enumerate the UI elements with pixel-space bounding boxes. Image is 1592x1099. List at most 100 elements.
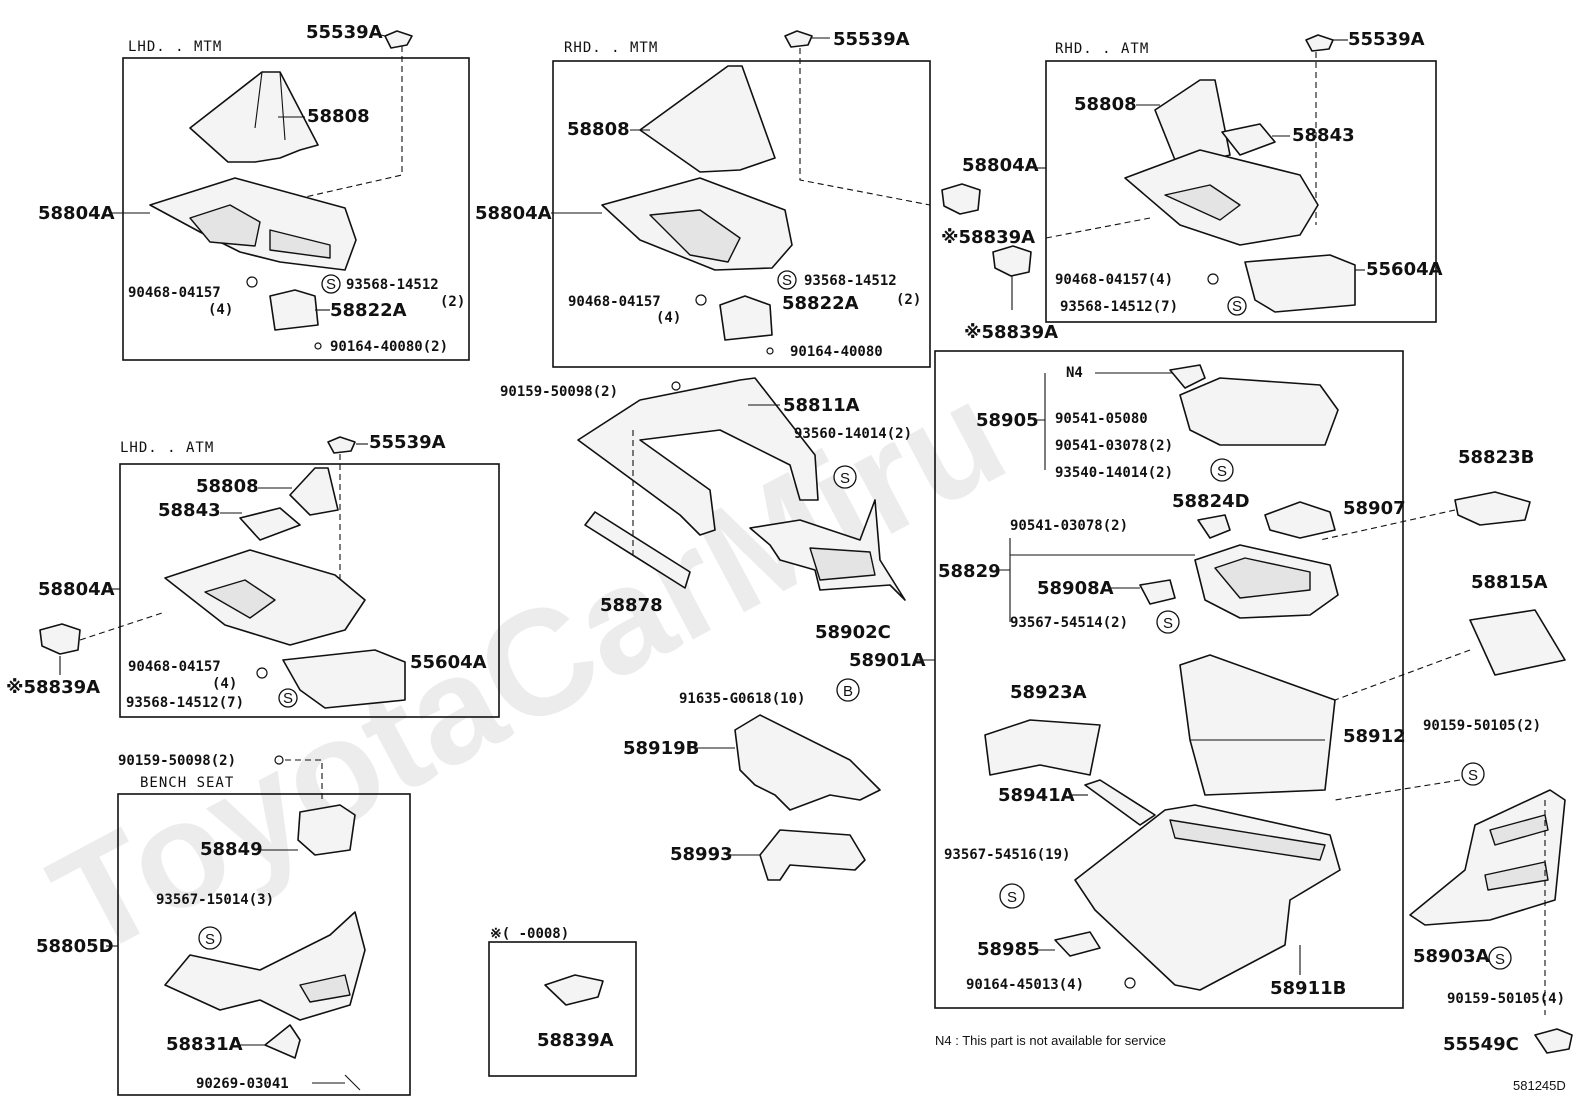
trim-58878 — [584, 511, 691, 589]
gate-58843 — [239, 507, 301, 541]
label-90269: 90269-03041 — [196, 1076, 289, 1092]
cap-55549C — [1534, 1028, 1573, 1054]
label-90164: 90164-40080(2) — [330, 339, 448, 355]
label-58902C: 58902C — [815, 622, 891, 643]
label-93560: 93560-14014(2) — [794, 426, 912, 442]
shift-boot — [639, 65, 776, 173]
label-55539A: 55539A — [833, 29, 910, 50]
label-90468: 90468-04157 — [128, 285, 221, 301]
label-58908A: 58908A — [1037, 578, 1114, 599]
cupholder-58823B — [1454, 491, 1531, 526]
label-90541-05080: 90541-05080 — [1055, 411, 1148, 427]
label-90159-50105: 90159-50105(2) — [1423, 718, 1541, 734]
section-title-rhd-atm: RHD. . ATM — [1055, 41, 1149, 57]
bracket-58811A — [577, 377, 819, 536]
svg-text:B: B — [843, 683, 853, 700]
label-58993: 58993 — [670, 844, 733, 865]
box-range-note — [488, 941, 637, 1077]
clip-n4 — [1169, 364, 1206, 389]
label-58822A: 58822A — [330, 300, 407, 321]
label-58839A: ※58839A — [941, 227, 1035, 248]
label-93568: 93568-14512 — [346, 277, 439, 293]
label-58907: 58907 — [1343, 498, 1406, 519]
cup-58849 — [297, 804, 356, 856]
cover-58839A — [544, 974, 604, 1006]
label-90468: 90468-04157 — [568, 294, 661, 310]
section-title-lhd-mtm: LHD. . MTM — [128, 39, 222, 55]
panel-58831A — [264, 1024, 301, 1059]
label-58815A: 58815A — [1471, 572, 1548, 593]
gate-58843 — [1221, 123, 1276, 156]
label-90541-03078b: 90541-03078(2) — [1010, 518, 1128, 534]
shift-boot — [189, 71, 319, 163]
label-58985: 58985 — [977, 939, 1040, 960]
label-58808: 58808 — [567, 119, 630, 140]
lock-58824D — [1197, 514, 1231, 539]
diagram-id: 581245D — [1513, 1078, 1566, 1093]
svg-text:S: S — [205, 931, 215, 948]
label-58839A: ※58839A — [964, 322, 1058, 343]
label-58805D: 58805D — [36, 936, 114, 957]
label-58822A: 58822A — [782, 293, 859, 314]
cap-part — [784, 30, 813, 48]
label-2: (2) — [440, 294, 465, 310]
label-58829: 58829 — [938, 561, 1001, 582]
pad-58985 — [1054, 931, 1101, 957]
cover-58839A — [39, 623, 81, 655]
service-note: N4 : This part is not available for serv… — [935, 1033, 1166, 1048]
label-58843: 58843 — [158, 500, 221, 521]
label-58901A: 58901A — [849, 650, 926, 671]
trim-58941A — [1084, 779, 1156, 826]
tray-55604A — [1244, 254, 1356, 313]
cover-58839A — [941, 183, 981, 215]
label-93567: 93567-15014(3) — [156, 892, 274, 908]
label-58849: 58849 — [200, 839, 263, 860]
mat-58815A — [1469, 609, 1566, 676]
box-lhd-mtm — [122, 57, 470, 361]
label-90164-45013: 90164-45013(4) — [966, 977, 1084, 993]
box-rhd-atm — [1045, 60, 1437, 323]
label-90468: 90468-04157(4) — [1055, 272, 1173, 288]
label-93567-54516: 93567-54516(19) — [944, 847, 1070, 863]
label-58804A: 58804A — [962, 155, 1039, 176]
label-58911B: 58911B — [1270, 978, 1346, 999]
label-58843: 58843 — [1292, 125, 1355, 146]
svg-text:S: S — [1007, 889, 1017, 906]
box-console-box — [934, 350, 1404, 1009]
label-58804A: 58804A — [475, 203, 552, 224]
label-58804A: 58804A — [38, 579, 115, 600]
label-58923A: 58923A — [1010, 682, 1087, 703]
label-58804A: 58804A — [38, 203, 115, 224]
label-58811A: 58811A — [783, 395, 860, 416]
label-93540: 93540-14014(2) — [1055, 465, 1173, 481]
label-58808: 58808 — [307, 106, 370, 127]
label-55604A: 55604A — [1366, 259, 1443, 280]
label-90159: 90159-50098(2) — [118, 753, 236, 769]
shift-boot — [1154, 79, 1231, 163]
label-93568: 93568-14512 — [804, 273, 897, 289]
label-58808: 58808 — [1074, 94, 1137, 115]
svg-text:S: S — [1468, 767, 1478, 784]
label-90159-50105b: 90159-50105(4) — [1447, 991, 1565, 1007]
label-58808: 58808 — [196, 476, 259, 497]
svg-text:S: S — [283, 690, 293, 707]
label-90164: 90164-40080 — [790, 344, 883, 360]
box-lhd-atm — [119, 463, 500, 718]
section-title-lhd-atm: LHD. . ATM — [120, 440, 214, 456]
panel-58923A — [984, 719, 1101, 776]
label-58839A: ※58839A — [6, 677, 100, 698]
svg-text:S: S — [1495, 951, 1505, 968]
bracket-58822A — [719, 295, 773, 341]
label-58823B: 58823B — [1458, 447, 1534, 468]
tray-55604A — [282, 649, 406, 709]
section-title-rhd-mtm: RHD. . MTM — [564, 40, 658, 56]
label-58919B: 58919B — [623, 738, 699, 759]
label-4: (4) — [656, 310, 681, 326]
label-55539A: 55539A — [306, 22, 383, 43]
cover-58839A — [992, 245, 1032, 277]
cap-part — [1305, 34, 1334, 52]
bracket-58919B — [734, 714, 881, 811]
label-55539A: 55539A — [369, 432, 446, 453]
label-90159: 90159-50098(2) — [500, 384, 618, 400]
